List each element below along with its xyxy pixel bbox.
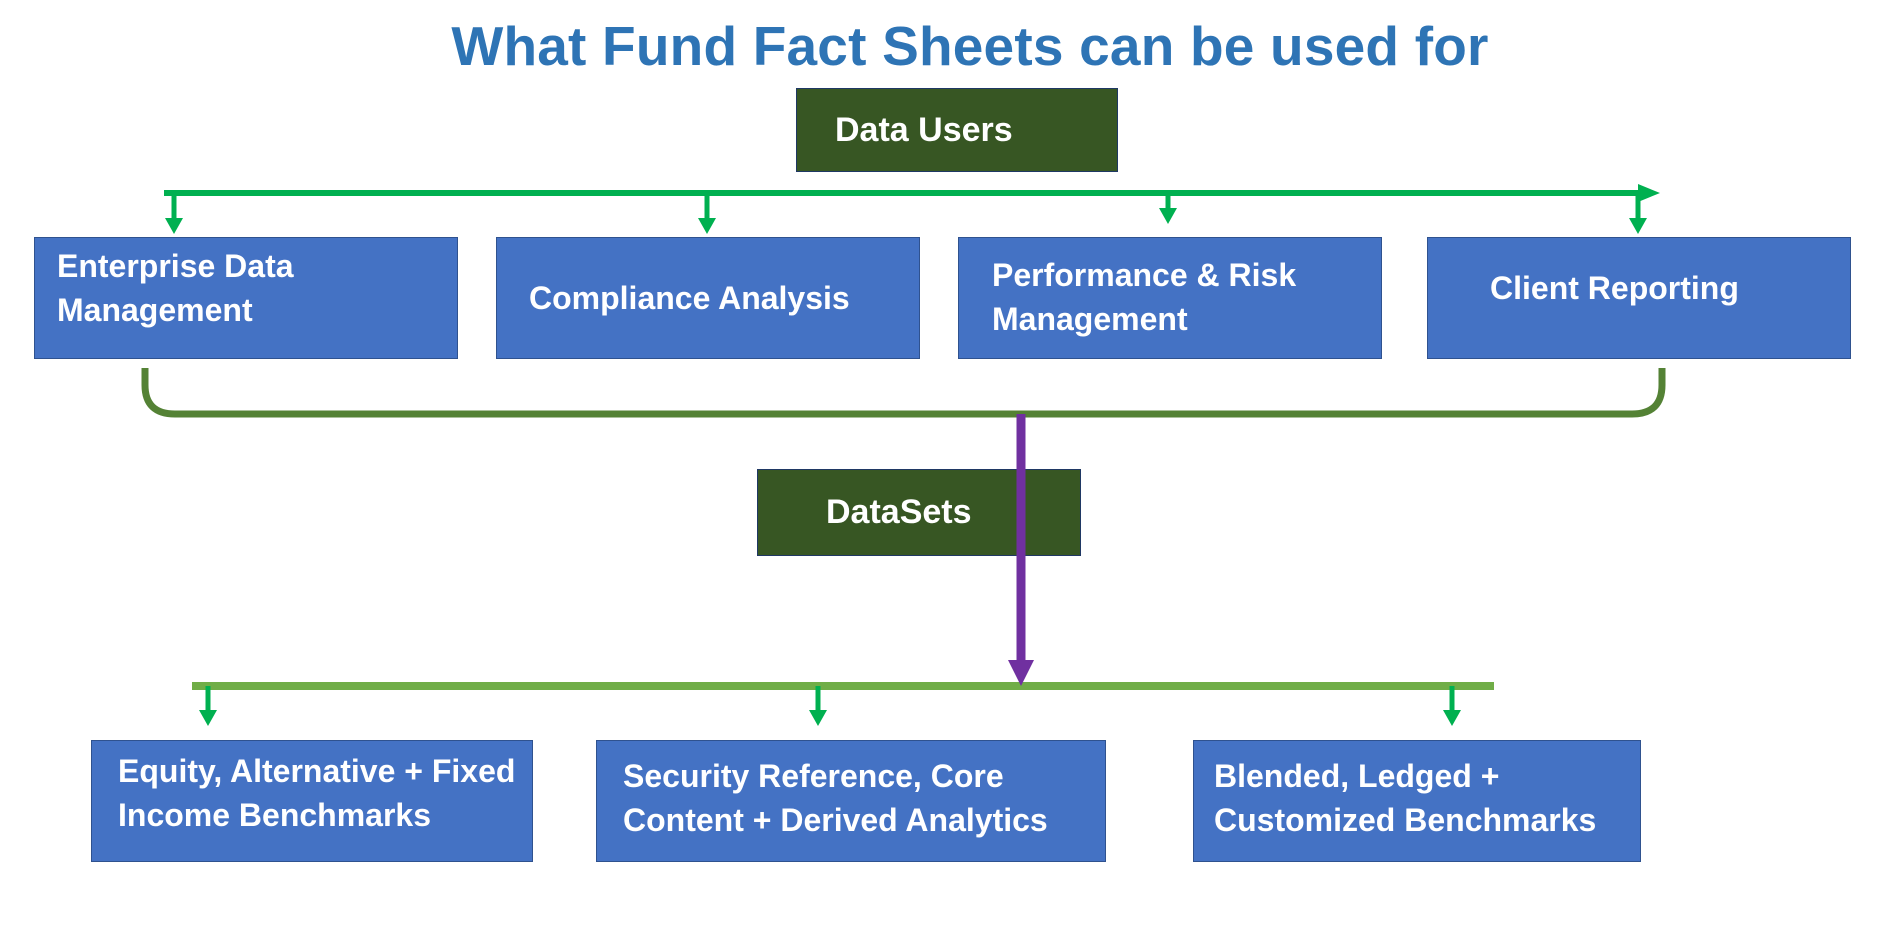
dataset-box-label: Security Reference, Core Content + Deriv… (623, 758, 1048, 838)
users-bracket (141, 368, 1666, 418)
user-box-enterprise-data-management: Enterprise Data Management (34, 237, 458, 359)
dataset-box-equity-alternative-fixed-income: Equity, Alternative + Fixed Income Bench… (91, 740, 533, 862)
user-box-performance-risk-management: Performance & Risk Management (958, 237, 1382, 359)
user-box-label: Client Reporting (1490, 270, 1739, 306)
data-users-box: Data Users (796, 88, 1118, 172)
users-drop-arrows (165, 190, 1647, 234)
user-box-label: Enterprise Data Management (57, 248, 294, 328)
datasets-drop-arrows (199, 686, 1461, 726)
user-box-label: Performance & Risk Management (992, 257, 1297, 337)
users-bus-arrowhead (1638, 184, 1660, 202)
page-title: What Fund Fact Sheets can be used for (451, 15, 1489, 77)
dataset-box-blended-ledged-customized: Blended, Ledged + Customized Benchmarks (1193, 740, 1641, 862)
datasets-label: DataSets (826, 493, 972, 531)
data-users-label: Data Users (835, 110, 1013, 149)
user-box-client-reporting: Client Reporting (1427, 237, 1851, 359)
dataset-box-label: Equity, Alternative + Fixed Income Bench… (118, 753, 516, 833)
user-box-label: Compliance Analysis (529, 280, 850, 316)
datasets-box: DataSets (757, 469, 1081, 556)
dataset-box-label: Blended, Ledged + Customized Benchmarks (1214, 758, 1597, 838)
dataset-box-security-reference: Security Reference, Core Content + Deriv… (596, 740, 1106, 862)
user-box-compliance-analysis: Compliance Analysis (496, 237, 920, 359)
